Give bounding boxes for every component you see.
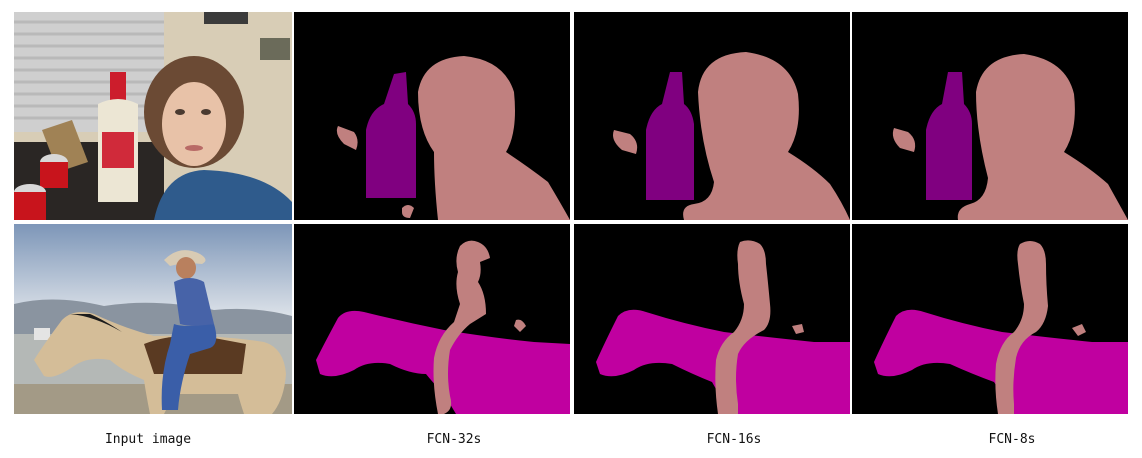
caption-fcn-32s: FCN-32s (426, 432, 482, 447)
fcn-32s-segmentation-horse (294, 224, 570, 414)
input-image-woman-bottle (14, 12, 292, 220)
fcn-16s-segmentation-horse (574, 224, 850, 414)
caption-fcn-16s: FCN-16s (706, 432, 762, 447)
caption-input-image: Input image (104, 432, 192, 447)
caption-fcn-8s: FCN-8s (988, 432, 1036, 447)
input-image-horse-rider (14, 224, 292, 414)
fcn-8s-segmentation-horse (852, 224, 1128, 414)
fcn-8s-segmentation-woman (852, 12, 1128, 220)
fcn-16s-segmentation-woman (574, 12, 850, 220)
fcn-32s-segmentation-woman (294, 12, 570, 220)
